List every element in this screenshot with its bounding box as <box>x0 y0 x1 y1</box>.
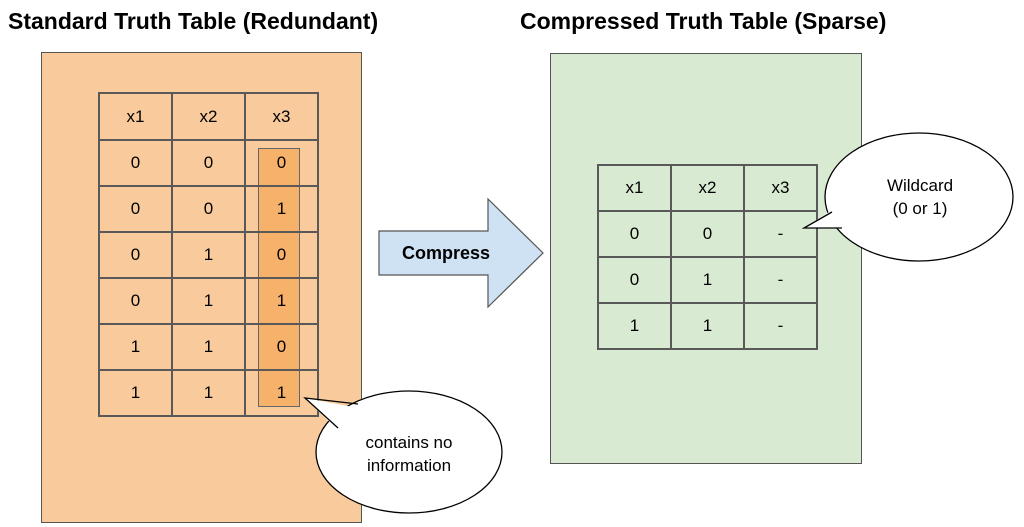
cell-x1: 0 <box>98 231 173 279</box>
compress-label: Compress <box>401 243 491 263</box>
header-x2: x2 <box>171 92 246 141</box>
table-row: 1 1 1 <box>98 369 319 417</box>
callout-right-line2: (0 or 1) <box>892 199 948 218</box>
callout-left-line1: contains no <box>365 433 453 452</box>
cell-x3: 1 <box>244 185 319 233</box>
cell-x3: 0 <box>244 139 319 187</box>
callout-right-text: Wildcard (0 or 1) <box>845 174 995 220</box>
table-row: 0 1 1 <box>98 277 319 325</box>
header-x1: x1 <box>98 92 173 141</box>
callout-left-line2: information <box>366 456 452 475</box>
cell-x3-wildcard: - <box>743 256 818 304</box>
cell-x2: 0 <box>670 210 745 258</box>
table-row: 0 1 0 <box>98 231 319 279</box>
speech-bubble-right <box>801 132 1014 262</box>
cell-x1: 0 <box>597 256 672 304</box>
table-row: 0 1 - <box>597 256 818 304</box>
header-x2: x2 <box>670 164 745 212</box>
cell-x3: 1 <box>244 277 319 325</box>
cell-x1: 0 <box>98 139 173 187</box>
compress-arrow <box>378 197 544 309</box>
cell-x2: 1 <box>171 369 246 417</box>
cell-x3: 0 <box>244 231 319 279</box>
callout-right-line1: Wildcard <box>886 176 954 195</box>
cell-x2: 1 <box>670 256 745 304</box>
cell-x1: 0 <box>98 185 173 233</box>
compress-arrow-shape <box>378 197 544 309</box>
standard-table-title: Standard Truth Table (Redundant) <box>8 8 379 34</box>
cell-x2: 1 <box>171 231 246 279</box>
standard-truth-table: x1 x2 x3 0 0 0 0 0 1 0 1 0 0 1 1 1 1 0 <box>98 92 319 417</box>
cell-x3-wildcard: - <box>743 302 818 350</box>
table-row: 0 0 1 <box>98 185 319 233</box>
table-row: 0 0 - <box>597 210 818 258</box>
cell-x1: 1 <box>98 323 173 371</box>
cell-x1: 0 <box>98 277 173 325</box>
cell-x2: 0 <box>171 139 246 187</box>
table-row: 1 1 - <box>597 302 818 350</box>
speech-bubble-left <box>303 390 503 514</box>
cell-x2: 1 <box>670 302 745 350</box>
compressed-truth-table: x1 x2 x3 0 0 - 0 1 - 1 1 - <box>597 164 818 350</box>
header-x3: x3 <box>244 92 319 141</box>
cell-x1: 1 <box>597 302 672 350</box>
cell-x2: 1 <box>171 323 246 371</box>
callout-left-text: contains no information <box>329 431 489 477</box>
compressed-table-title: Compressed Truth Table (Sparse) <box>520 8 887 34</box>
cell-x1: 0 <box>597 210 672 258</box>
cell-x2: 0 <box>171 185 246 233</box>
header-x3: x3 <box>743 164 818 212</box>
table-row: 1 1 0 <box>98 323 319 371</box>
cell-x2: 1 <box>171 277 246 325</box>
cell-x3: 1 <box>244 369 319 417</box>
cell-x1: 1 <box>98 369 173 417</box>
cell-x3-wildcard: - <box>743 210 818 258</box>
table-row: 0 0 0 <box>98 139 319 187</box>
header-x1: x1 <box>597 164 672 212</box>
cell-x3: 0 <box>244 323 319 371</box>
